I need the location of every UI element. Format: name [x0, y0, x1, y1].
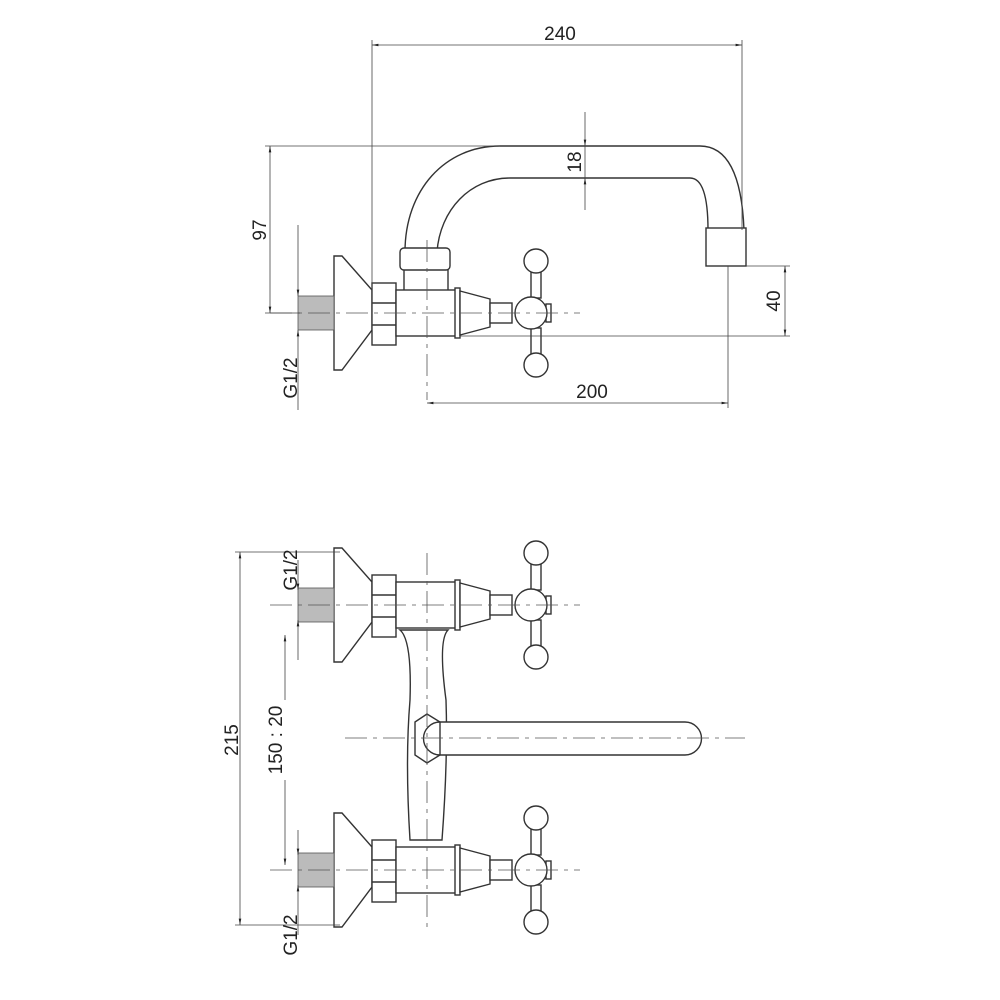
dim-215: 215 — [222, 724, 243, 756]
spout-front — [424, 721, 703, 756]
dim-40: 40 — [764, 290, 785, 311]
dim-150-20: 150 : 20 — [266, 706, 287, 775]
thread-label-top: G1/2 — [281, 549, 302, 590]
side-view: 240 97 18 40 200 G1/2 — [250, 24, 790, 410]
spout-nut — [399, 247, 451, 271]
dim-240: 240 — [544, 24, 576, 45]
spout-outlet — [705, 227, 747, 267]
thread-label-bottom: G1/2 — [281, 914, 302, 955]
thread-label-side: G1/2 — [281, 357, 302, 398]
dim-200: 200 — [576, 382, 608, 403]
spout-nut-front — [414, 713, 441, 764]
front-view: 215 150 : 20 G1/2 G1/2 — [222, 540, 745, 956]
dim-18: 18 — [565, 151, 586, 172]
dim-97: 97 — [250, 219, 271, 240]
